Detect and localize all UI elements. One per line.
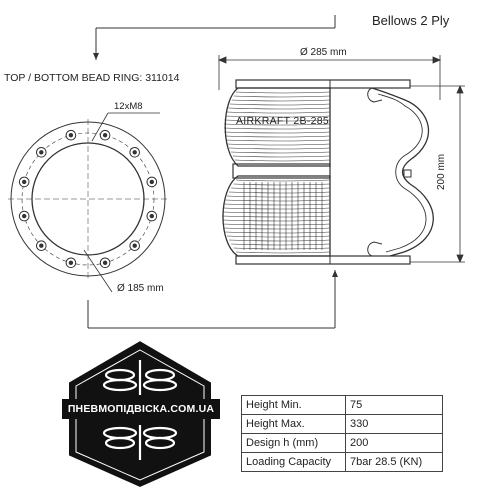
bolt-hole-center	[39, 243, 44, 248]
spec-label: Height Max.	[241, 414, 346, 434]
spec-label: Loading Capacity	[241, 452, 346, 472]
bolt-hole-center	[102, 260, 108, 265]
bellows-rib	[224, 123, 331, 126]
bellows-rib	[233, 95, 331, 98]
logo-text: ПНЕВМОПІДВІСКА.COM.UA	[62, 399, 220, 419]
specs-row: Height Max. 330	[241, 414, 443, 434]
bead-dia-leader-line	[83, 249, 113, 293]
specs-row: Design h (mm) 200	[241, 433, 443, 453]
bellows-rib	[235, 251, 331, 254]
bolt-leader-line	[91, 112, 109, 142]
bellows-rib	[228, 239, 331, 242]
bolt-hole-center	[149, 179, 154, 185]
air-spring-logo-icon	[102, 360, 178, 460]
top-diameter-label: Ø 285 mm	[300, 47, 347, 58]
bellows-rib	[226, 235, 331, 238]
bellows-rib	[231, 243, 331, 246]
spec-value: 7bar 28.5 (KN)	[345, 452, 443, 472]
bellows-rib	[227, 143, 331, 146]
bellows-ribs	[221, 91, 331, 254]
bolt-hole-center	[68, 133, 74, 138]
bellows-rib	[234, 159, 331, 162]
bead-ring-flange	[8, 119, 168, 279]
bellows-rib	[235, 179, 331, 182]
bolt-hole-center	[68, 260, 74, 265]
spec-label: Design h (mm)	[241, 433, 346, 453]
top-leader-arrow	[93, 15, 336, 60]
bellows-rib	[232, 155, 331, 158]
spec-value: 75	[345, 395, 443, 415]
model-label: AIRKRAFT 2B-285	[236, 115, 330, 127]
bellows-rib	[222, 223, 331, 226]
bellows-rib	[226, 195, 331, 198]
bellows-rib	[224, 119, 331, 122]
bellows-rib	[225, 115, 331, 118]
bellows-rib	[222, 219, 331, 222]
bolt-hole-center	[149, 213, 154, 219]
top-diameter-dimension	[217, 55, 442, 100]
bellows-side-view	[222, 79, 434, 265]
bellows-rib	[233, 247, 331, 250]
bellows-rib	[225, 199, 331, 202]
spec-value: 330	[345, 414, 443, 434]
bellows-rib	[231, 99, 331, 102]
bellows-rib	[223, 227, 331, 230]
bolt-hole-center	[39, 150, 44, 155]
bellows-rib	[228, 147, 331, 150]
bellows-rib	[225, 139, 331, 142]
spec-label: Height Min.	[241, 395, 346, 415]
bolt-hole-center	[132, 243, 137, 248]
bolt-holes	[18, 129, 158, 269]
bellows-rib	[228, 107, 331, 110]
bolt-hole-center	[22, 213, 27, 219]
specs-table: Height Min. 75 Height Max. 330 Design h …	[241, 395, 443, 472]
bellows-rib	[223, 203, 331, 206]
specs-row: Height Min. 75	[241, 395, 443, 415]
spec-value: 200	[345, 433, 443, 453]
bellows-rib	[225, 231, 331, 234]
bolt-pattern-label: 12xM8	[114, 101, 143, 112]
bead-diameter-label: Ø 185 mm	[117, 283, 164, 294]
bolt-hole-center	[132, 150, 137, 155]
specs-row: Loading Capacity 7bar 28.5 (KN)	[241, 452, 443, 472]
bead-ring-label: TOP / BOTTOM BEAD RING: 311014	[4, 72, 180, 84]
height-label: 200 mm	[436, 153, 447, 190]
bellows-rib	[231, 187, 331, 190]
bellows-rib	[221, 215, 331, 218]
page-title: Bellows 2 Ply	[372, 13, 450, 28]
bellows-rib	[224, 131, 331, 134]
bellows-rib	[226, 111, 331, 114]
bellows-rib	[229, 103, 331, 106]
bolt-hole-center	[102, 133, 108, 138]
bellows-rib	[224, 135, 331, 138]
bellows-rib	[222, 207, 331, 210]
bellows-rib	[230, 151, 331, 154]
bellows-rib	[228, 191, 331, 194]
bellows-rib	[224, 127, 331, 130]
bellows-rib	[222, 211, 331, 214]
bolt-hole-center	[22, 179, 27, 185]
bottom-leader-arrow	[87, 270, 338, 329]
height-dimension	[408, 84, 465, 264]
bellows-rib	[233, 183, 331, 186]
bellows-rib	[235, 91, 331, 94]
